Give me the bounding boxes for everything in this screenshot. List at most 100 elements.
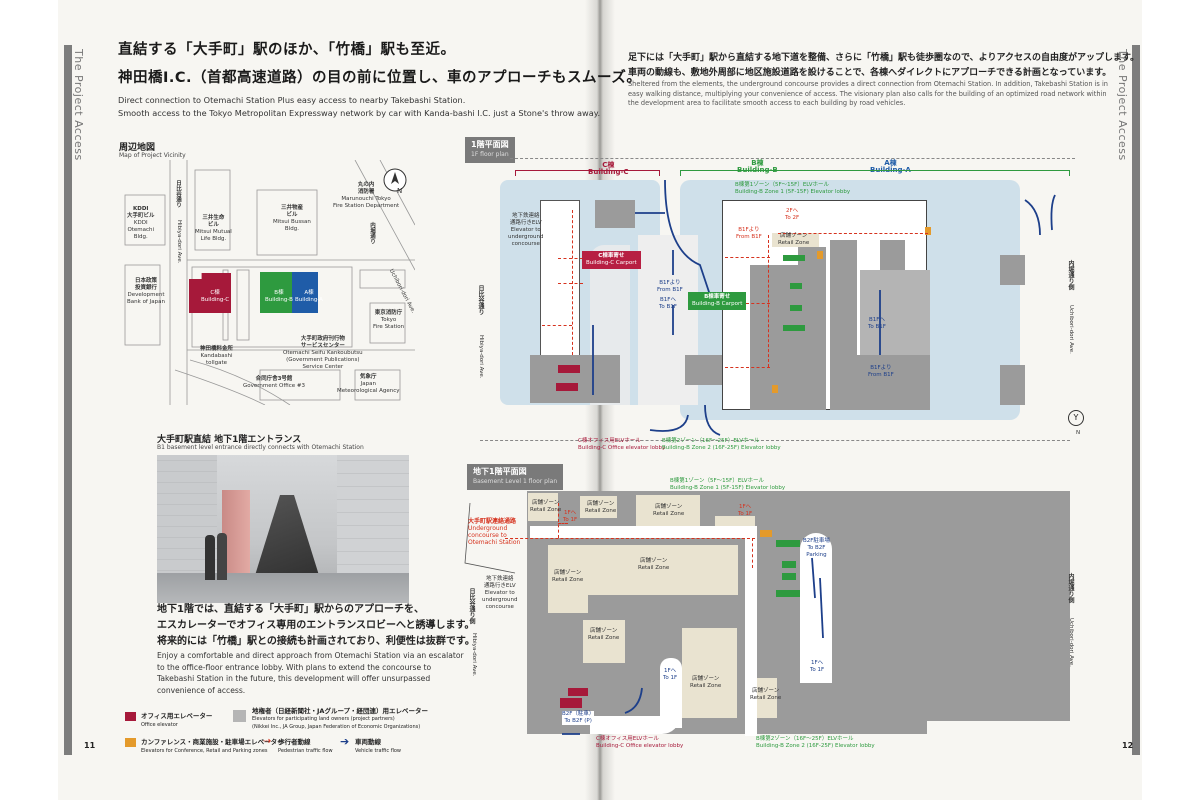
plan-1f-hibiya-en: Hibiya-dori Ave. bbox=[478, 335, 484, 379]
b1-uchibori-jp: 内堀通り側 bbox=[1067, 573, 1074, 603]
right-headline-1: 足下には「大手町」駅から直結する地下道を整備、さらに「竹橋」駅も徒歩圏なので、よ… bbox=[628, 53, 1140, 63]
plan-1f-north: N bbox=[1076, 430, 1081, 436]
plan-1f-uchibori-en: Uchibori-dori Ave. bbox=[1068, 305, 1074, 354]
b1-uchibori-en: Uchibori-dori Ave. bbox=[1068, 618, 1074, 667]
office-elevator-swatch bbox=[125, 712, 136, 721]
entrance-title: 大手町駅直結 地下1階エントランス bbox=[157, 435, 302, 445]
map-subtitle: Map of Project Vicinity bbox=[119, 152, 186, 159]
left-subhead-1: Direct connection to Otemachi Station Pl… bbox=[118, 95, 466, 105]
map-label-hibiya-en: Hibiya-dori Ave. bbox=[176, 220, 182, 264]
map-label-hibiya-jp: 日比谷通り bbox=[175, 180, 181, 208]
b1-vehicle-flow-arrows bbox=[464, 502, 824, 735]
map-title: 周辺地図 bbox=[119, 143, 156, 153]
plan-1f-uchibori-jp: 内堀通り側 bbox=[1067, 260, 1074, 290]
side-tab-left: The Project Access bbox=[64, 45, 85, 755]
b1-b2f-p: B2F（駐車）To B2F (P) bbox=[562, 711, 595, 725]
side-tab-right: The Project Access bbox=[1116, 45, 1140, 755]
vehicle-flow-arrows bbox=[592, 179, 1056, 436]
pedestrian-arrow-icon: ⇢ bbox=[263, 736, 272, 747]
left-headline-1: 直結する「大手町」駅のほか、「竹橋」駅も至近。 bbox=[118, 42, 456, 58]
entrance-body-jp-1: 地下1階では、直結する「大手町」駅からのアプローチを、 bbox=[157, 604, 424, 615]
left-headline-2: 神田橋I.C.（首都高速道路）の目の前に位置し、車のアプローチもスムーズ。 bbox=[118, 70, 642, 86]
north-arrow-icon-1f: Y bbox=[1068, 410, 1084, 426]
page-number-right: 12 bbox=[1122, 741, 1134, 750]
map-building-a bbox=[292, 272, 318, 313]
entrance-photo bbox=[157, 455, 409, 603]
map-building-b bbox=[260, 272, 292, 313]
plan-1f-hibiya-jp: 日比谷通り bbox=[477, 285, 484, 315]
right-headline-2: 車両の動線も、敷地外周部に地区施設道路を設けることで、各棟へダイレクトにアプロー… bbox=[628, 68, 1112, 78]
page-number-left: 11 bbox=[84, 741, 96, 750]
right-body-en: Sheltered from the elements, the undergr… bbox=[628, 80, 1108, 107]
entrance-subtitle: B1 basement level entrance directly conn… bbox=[157, 444, 364, 451]
b1-hibiya-en: Hibiya-dori Ave. bbox=[471, 633, 477, 677]
left-subhead-2: Smooth access to the Tokyo Metropolitan … bbox=[118, 108, 601, 118]
entrance-body-en: Enjoy a comfortable and direct approach … bbox=[157, 651, 464, 695]
map-label-uchibori-jp: 内堀通り bbox=[369, 222, 375, 244]
entrance-body-jp-2: エスカレーターでオフィス専用のエントランスロビーへと誘導します。 bbox=[157, 620, 475, 631]
map-building-c bbox=[189, 273, 231, 313]
vehicle-arrow-icon: ➔ bbox=[340, 735, 350, 748]
conference-elevator-swatch bbox=[125, 738, 136, 747]
entrance-body-jp-3: 将来的には「竹橋」駅との接続も計画されており、利便性は抜群です。 bbox=[157, 636, 475, 647]
b1-hibiya-jp: 日比谷通り側 bbox=[468, 588, 475, 624]
map-north-label: N bbox=[397, 187, 403, 195]
